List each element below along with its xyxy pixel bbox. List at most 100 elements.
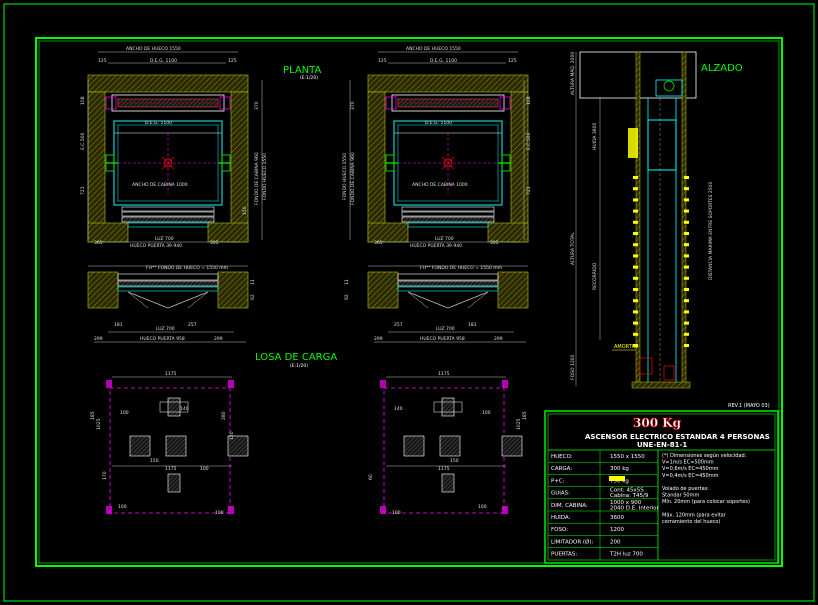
svg-text:125: 125	[378, 58, 387, 64]
spec-label: P+C:	[551, 478, 565, 484]
rail-bracket	[684, 276, 689, 280]
svg-text:HUECO PUERTA 39 940: HUECO PUERTA 39 940	[410, 243, 462, 249]
svg-text:ANCHO DE HUECO 1550: ANCHO DE HUECO 1550	[126, 46, 181, 52]
rail-bracket	[684, 299, 689, 303]
title-norm: UNE-EN-81-1	[637, 441, 687, 449]
plan-dims-left: ANCHO DE HUECO 1550 D.E.G. 1100 125 125 …	[80, 46, 268, 249]
svg-text:HUIDA 3600: HUIDA 3600	[592, 123, 598, 150]
svg-text:305: 305	[210, 240, 219, 246]
svg-text:92: 92	[344, 294, 350, 300]
svg-text:125: 125	[508, 58, 517, 64]
plan-view-right	[367, 74, 529, 243]
rail-bracket	[633, 332, 638, 336]
svg-text:170: 170	[102, 471, 108, 480]
spec-label: FOSO:	[551, 527, 568, 533]
svg-text:FOSO 1200: FOSO 1200	[570, 354, 576, 380]
svg-text:D.E.G. 1100: D.E.G. 1100	[145, 120, 172, 126]
svg-text:100: 100	[478, 504, 487, 510]
svg-text:RECORRIDO: RECORRIDO	[592, 262, 598, 290]
alzado-rail-brackets	[633, 176, 689, 347]
rail-bracket	[633, 344, 638, 347]
rail-bracket	[684, 176, 689, 179]
rail-bracket	[684, 265, 689, 269]
svg-text:181: 181	[114, 322, 123, 328]
door-detail-left	[87, 271, 249, 309]
door-dims-left: FH** FONDO DE HUECO = 1550 mm LUZ 700 HU…	[88, 265, 256, 343]
svg-text:100: 100	[118, 504, 127, 510]
spec-value: 300 kg	[610, 466, 629, 472]
title-block: 300 Kg ASCENSOR ELECTRICO ESTANDAR 4 PER…	[544, 410, 779, 564]
spec-value: 750 kg	[610, 478, 629, 484]
svg-text:LUZ 700: LUZ 700	[435, 236, 454, 242]
svg-text:299: 299	[374, 336, 383, 342]
svg-text:1175: 1175	[165, 466, 177, 472]
spec-value: 200	[610, 539, 621, 545]
svg-text:257: 257	[394, 322, 403, 328]
svg-text:305: 305	[94, 240, 103, 246]
spec-value: 1550 x 1550	[610, 454, 645, 460]
revision-label: REV.1 (MAYO 03)	[728, 403, 770, 409]
svg-text:1175: 1175	[165, 371, 177, 377]
svg-text:150: 150	[150, 458, 159, 464]
svg-text:D.E.G. 1100: D.E.G. 1100	[430, 58, 457, 64]
section-planta: PLANTA	[283, 65, 321, 76]
svg-text:140: 140	[180, 406, 189, 412]
svg-text:100: 100	[120, 410, 129, 416]
title-main: ASCENSOR ELECTRICO ESTANDAR 4 PERSONAS	[585, 433, 770, 441]
rail-bracket	[684, 310, 689, 314]
svg-text:100: 100	[392, 510, 401, 516]
svg-text:ALTURA MAQ. 2000: ALTURA MAQ. 2000	[570, 52, 576, 95]
svg-text:FH** FONDO DE HUECO = 1550 mm: FH** FONDO DE HUECO = 1550 mm	[420, 265, 502, 271]
svg-text:370: 370	[254, 101, 260, 110]
spec-value: T2H luz 700	[609, 552, 643, 558]
rail-bracket	[684, 321, 689, 325]
rail-bracket	[633, 288, 638, 291]
svg-text:370: 370	[350, 101, 356, 110]
svg-text:E.C.500: E.C.500	[526, 132, 532, 150]
svg-text:11: 11	[250, 279, 256, 285]
spec-value: Cabina: T45/9	[610, 493, 649, 499]
spec-value: 1200	[610, 527, 624, 533]
svg-text:LUZ 700: LUZ 700	[436, 326, 455, 332]
svg-text:721: 721	[526, 186, 532, 195]
svg-text:721: 721	[80, 186, 86, 195]
svg-text:D.E.G. 1100: D.E.G. 1100	[425, 120, 452, 126]
svg-text:150: 150	[242, 206, 248, 215]
note-line: V=0,4m/s EC=450mm	[662, 473, 719, 479]
spec-label: HUECO:	[551, 454, 573, 460]
section-losa: LOSA DE CARGA	[255, 352, 337, 363]
svg-text:108: 108	[80, 96, 86, 105]
rail-bracket	[633, 254, 638, 258]
spec-label: GUIAS:	[551, 491, 570, 497]
plan-dims-right: ANCHO DE HUECO 1550 D.E.G. 1100 125 125 …	[342, 46, 532, 249]
section-alzado: ALZADO	[701, 63, 743, 74]
svg-text:D.E.G. 1100: D.E.G. 1100	[150, 58, 177, 64]
rail-bracket	[633, 276, 638, 280]
svg-text:100: 100	[200, 466, 209, 472]
svg-text:FONDO DE CABINA 960: FONDO DE CABINA 960	[350, 152, 356, 205]
svg-text:LUZ 700: LUZ 700	[155, 236, 174, 242]
rail-bracket	[684, 232, 689, 235]
rail-bracket	[684, 344, 689, 347]
svg-text:299: 299	[214, 336, 223, 342]
section-losa-scale: (E:1/20)	[290, 363, 308, 369]
svg-text:305: 305	[374, 240, 383, 246]
svg-text:185: 185	[522, 411, 528, 420]
rail-bracket	[633, 209, 638, 213]
svg-text:181: 181	[468, 322, 477, 328]
svg-text:1025: 1025	[96, 418, 102, 430]
svg-text:125: 125	[98, 58, 107, 64]
svg-text:108: 108	[526, 96, 532, 105]
note-line: cerramiento del hueco)	[662, 519, 720, 525]
svg-text:1025: 1025	[516, 418, 522, 430]
svg-text:150: 150	[450, 458, 459, 464]
note-line: (*) Dimensiones según velocidad:	[662, 452, 747, 459]
note-line: Mín. 20mm (para colocar soportes)	[662, 498, 750, 505]
svg-text:1175: 1175	[438, 466, 450, 472]
spec-label: LIMITADOR (Ø):	[551, 538, 594, 545]
rail-bracket	[633, 310, 638, 314]
losa-view-right	[379, 379, 523, 515]
svg-text:305: 305	[490, 240, 499, 246]
svg-text:120: 120	[229, 431, 235, 440]
svg-text:HUECO PUERTA 958: HUECO PUERTA 958	[140, 336, 185, 342]
